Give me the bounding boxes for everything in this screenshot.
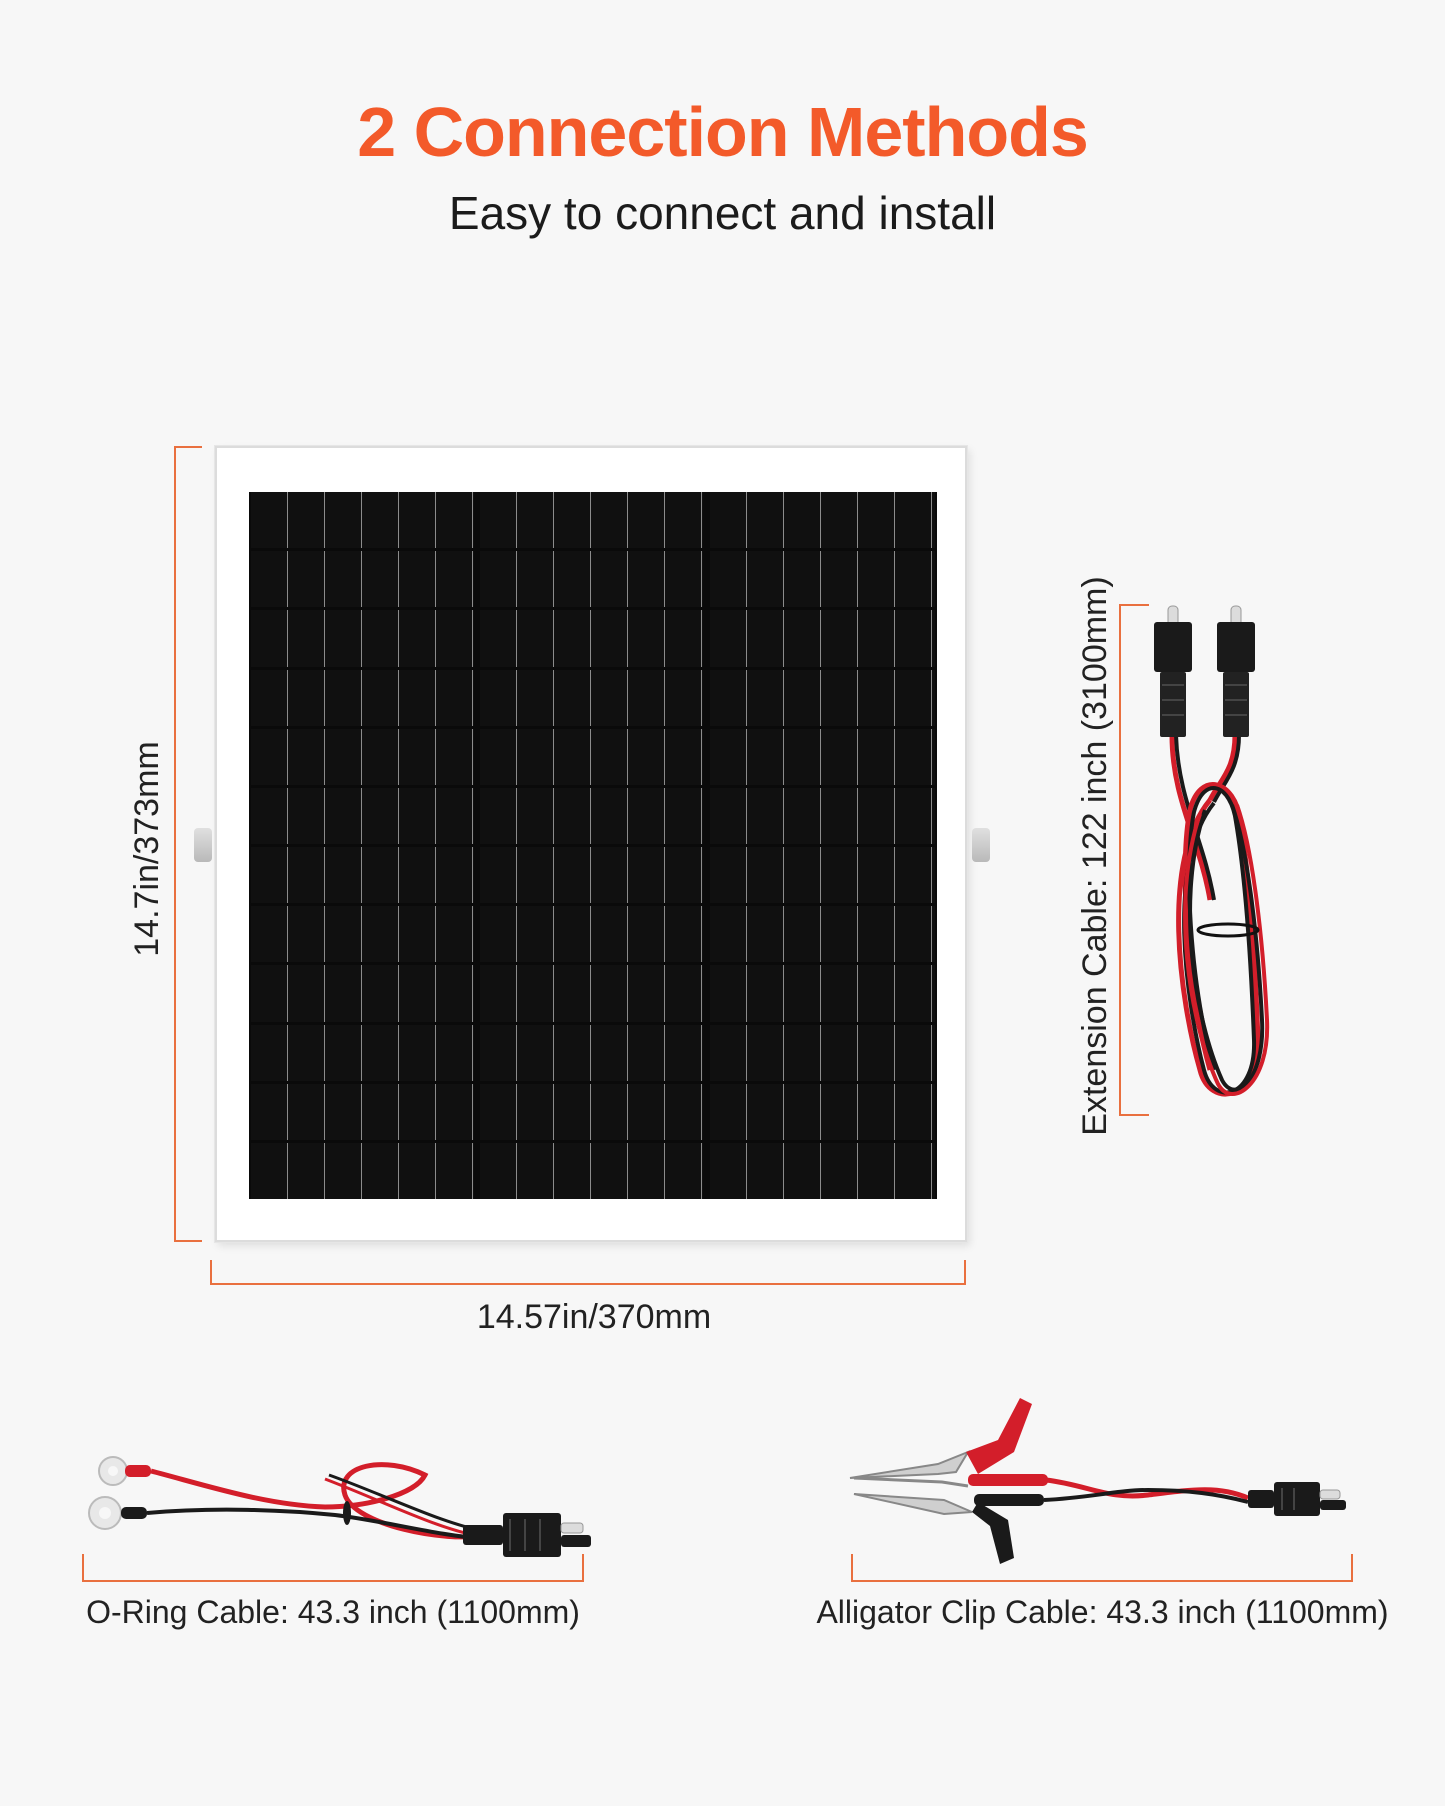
cell-column [710, 492, 935, 1200]
cell-column [480, 492, 703, 1200]
alligator-cable-image [849, 1398, 1346, 1564]
oring-cable-image [88, 1456, 591, 1557]
mount-bracket-right [972, 828, 990, 862]
page-title: 2 Connection Methods [357, 93, 1089, 171]
extension-cable-label: Extension Cable: 122 inch (3100mm) [1076, 576, 1114, 1136]
oring-cable-label: O-Ring Cable: 43.3 inch (1100mm) [86, 1594, 580, 1630]
alligator-cable-label: Alligator Clip Cable: 43.3 inch (1100mm) [816, 1594, 1389, 1630]
height-label: 14.7in/373mm [128, 741, 166, 957]
mount-bracket-left [194, 828, 212, 862]
width-label: 14.57in/370mm [476, 1298, 712, 1336]
extension-cable-image [1154, 605, 1270, 1097]
page-subtitle: Easy to connect and install [448, 187, 997, 239]
cell-column [251, 492, 474, 1200]
solar-panel-cells [249, 492, 937, 1200]
